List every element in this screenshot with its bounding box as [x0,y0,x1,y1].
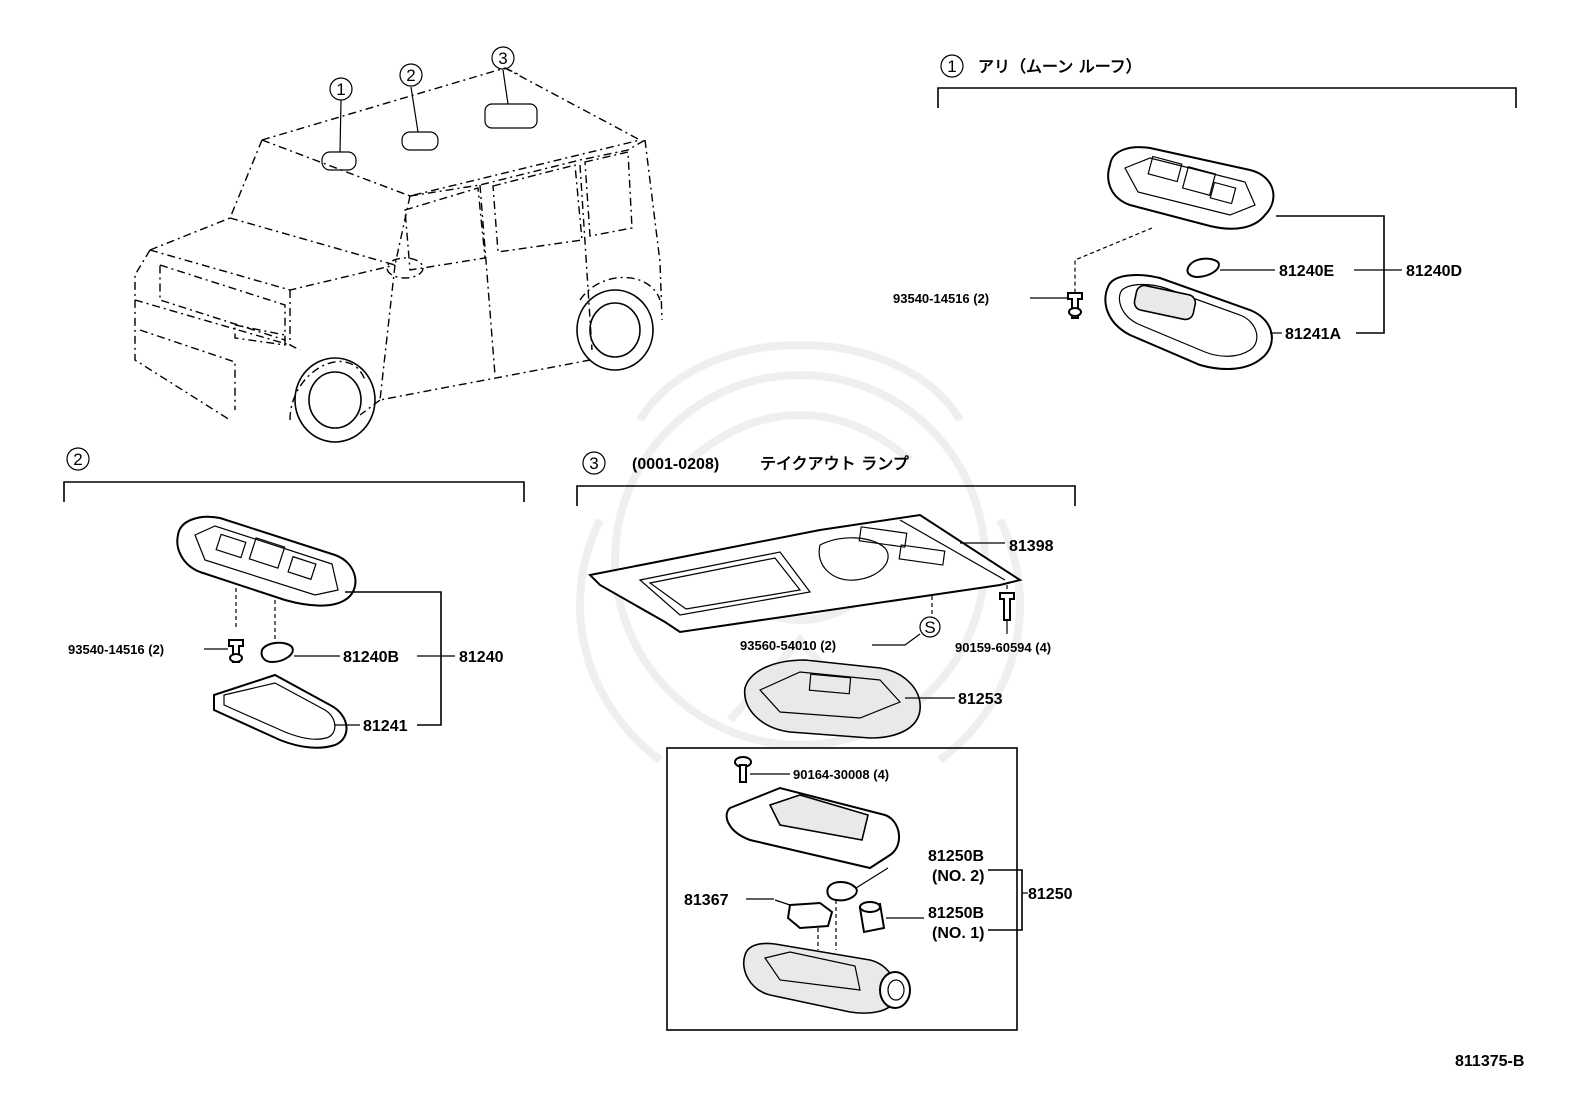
section-3-base [743,942,911,1014]
svg-text:81250B: 81250B [928,905,984,922]
section-3-header: 3 (0001-0208) テイクアウト ランプ [576,451,1076,506]
section-2-lens [213,673,348,749]
section-1-moon-roof: 1 アリ（ムーン ルーフ） 93540-14516 (2) 81240E 812… [893,54,1517,370]
svg-text:(0001-0208): (0001-0208) [632,456,719,473]
section-2-roof-lamp: 2 93540-14516 (2) 81240B 81240 8 [63,447,525,749]
section-1-bulb [1186,257,1220,279]
svg-text:2: 2 [406,66,415,85]
svg-text:81240E: 81240E [1279,263,1334,280]
svg-text:1: 1 [336,80,345,99]
section-3-cover [743,659,921,739]
section-2-screw [228,639,244,663]
section-1-screw [1067,292,1083,319]
svg-text:81240B: 81240B [343,649,399,666]
svg-text:93560-54010 (2): 93560-54010 (2) [740,638,836,653]
section-3-takeout-lamp: 3 (0001-0208) テイクアウト ランプ 81398 S 93560-5… [576,451,1076,1031]
svg-text:90159-60594 (4): 90159-60594 (4) [955,640,1051,655]
section-1-lens [1104,274,1273,370]
svg-text:テイクアウト ランプ: テイクアウト ランプ [760,454,910,473]
section-3-screw [734,756,752,783]
svg-text:81240D: 81240D [1406,263,1462,280]
svg-text:3: 3 [589,454,598,473]
section-1-header: 1 アリ（ムーン ルーフ） [937,54,1517,108]
section-3-clip: S [919,616,941,638]
section-3-bulb-2 [826,881,858,902]
vehicle-illustration: 1 2 3 [134,46,663,443]
svg-text:2: 2 [73,450,82,469]
svg-text:81241A: 81241A [1285,326,1341,343]
svg-text:3: 3 [498,49,507,68]
section-3-bulb-1 [858,901,886,934]
section-2-bulb [260,641,294,664]
section-1-housing [1107,146,1275,230]
svg-text:S: S [924,618,935,637]
roof-lamp-2 [401,131,439,151]
svg-text:81253: 81253 [958,691,1003,708]
svg-text:81367: 81367 [684,892,729,909]
svg-text:93540-14516 (2): 93540-14516 (2) [893,291,989,306]
svg-text:81241: 81241 [363,718,408,735]
svg-text:81398: 81398 [1009,538,1054,555]
section-3-bezel [725,786,900,870]
roof-lamp-3 [484,103,538,129]
svg-text:1: 1 [947,57,956,76]
svg-text:(NO. 1): (NO. 1) [932,925,984,942]
vehicle-marker-1: 1 [329,77,353,101]
section-3-bracket [587,513,1023,634]
section-2-header: 2 [63,447,525,502]
section-2-housing [176,515,357,607]
svg-text:アリ（ムーン ルーフ）: アリ（ムーン ルーフ） [978,57,1142,76]
svg-text:81250B: 81250B [928,848,984,865]
svg-text:(NO. 2): (NO. 2) [932,868,984,885]
vehicle-marker-2: 2 [399,63,423,87]
section-3-bolt [999,592,1015,621]
diagram-id: 811375-B [1455,1053,1524,1070]
svg-text:81250: 81250 [1028,886,1073,903]
vehicle-marker-3: 3 [491,46,515,70]
svg-text:93540-14516 (2): 93540-14516 (2) [68,642,164,657]
section-3-assembly-box [666,747,1018,1031]
section-3-switch [774,899,834,930]
svg-text:90164-30008 (4): 90164-30008 (4) [793,767,889,782]
roof-lamp-1 [321,151,357,171]
svg-text:81240: 81240 [459,649,504,666]
